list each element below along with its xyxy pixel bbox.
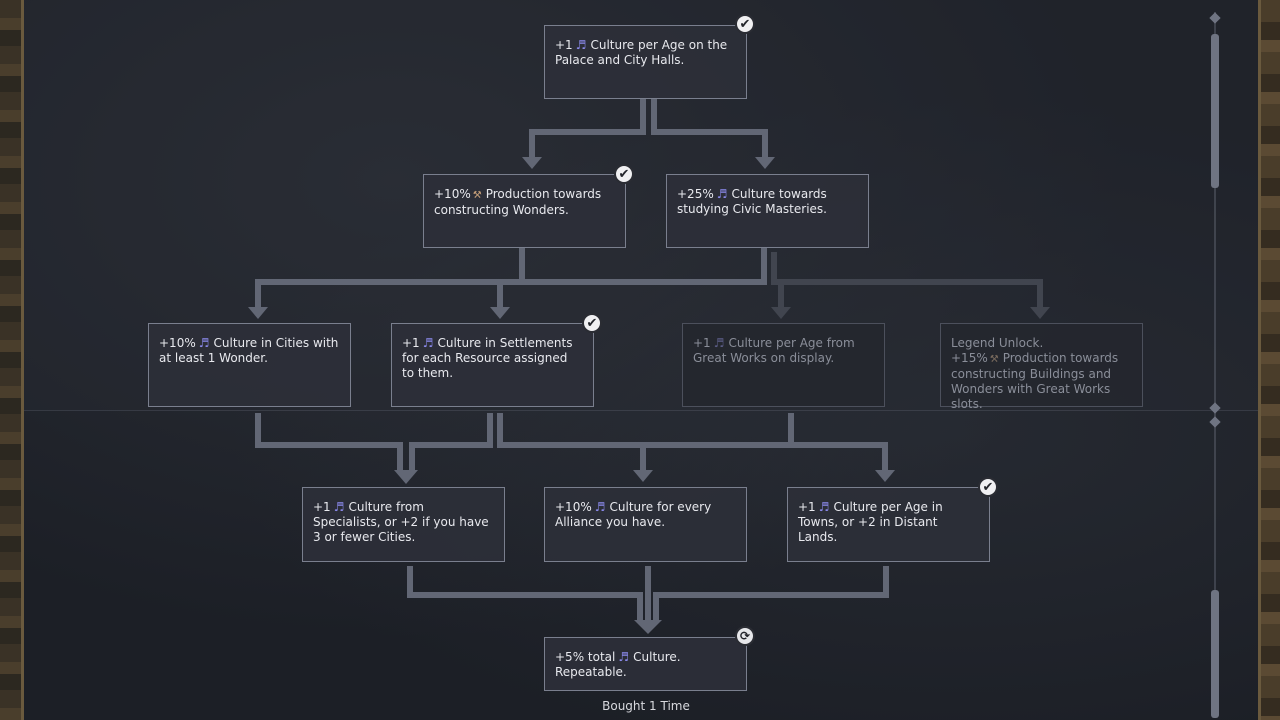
perk-node-legend-unlock-locked[interactable]: Legend Unlock. +15%⚒Production towards c… [940,323,1143,411]
connector [651,99,768,160]
checkmark-icon: ✔ [735,14,755,34]
connector-arrow [634,620,662,634]
perk-text: Culture from Specialists, or +2 if you h… [313,500,489,544]
perk-prefix: +1 [402,336,420,350]
culture-icon: ♬ [198,336,210,350]
production-icon: ⚒ [989,354,999,365]
perk-text: Culture. Repeatable. [555,650,681,679]
checkmark-icon: ✔ [582,313,602,333]
tier-divider [24,410,1258,411]
culture-icon: ♬ [575,38,587,52]
connector-arrow [755,157,775,169]
perk-prefix: +1 [693,336,711,350]
culture-icon: ♬ [594,500,606,514]
perk-node-towns[interactable]: +1♬Culture per Age in Towns, or +2 in Di… [787,487,990,562]
perk-node-wonder-cities[interactable]: +10%♬Culture in Cities with at least 1 W… [148,323,351,407]
perk-text: Culture per Age on the Palace and City H… [555,38,728,67]
perk-node-specialists[interactable]: +1♬Culture from Specialists, or +2 if yo… [302,487,505,562]
connector [529,99,646,160]
culture-icon: ♬ [618,650,630,664]
culture-icon: ♬ [333,500,345,514]
perk-text: Culture in Settlements for each Resource… [402,336,573,380]
checkmark-icon: ✔ [978,477,998,497]
culture-icon: ♬ [818,500,830,514]
connector-arrow-locked [1030,307,1050,319]
perk-text: Culture for every Alliance you have. [555,500,712,529]
scrollbar-lower-segment [1211,590,1219,718]
perk-text: Culture per Age from Great Works on disp… [693,336,855,365]
scrollbar-thumb[interactable] [1211,34,1219,188]
perk-text: Culture in Cities with at least 1 Wonder… [159,336,339,365]
perk-prefix: +10% [555,500,592,514]
right-map-edge [1258,0,1280,720]
connector-arrow-locked [771,307,791,319]
connector [497,413,888,472]
connector-arrow [248,307,268,319]
perk-prefix: +10% [159,336,196,350]
culture-icon: ♬ [422,336,434,350]
perk-prefix: +1 [313,500,331,514]
connector [653,566,889,622]
left-map-edge [0,0,24,720]
connector-arrow [490,307,510,319]
perk-text: Culture towards studying Civic Masteries… [677,187,827,216]
connector [255,248,525,310]
production-icon: ⚒ [472,190,482,201]
connector [407,566,643,622]
connector-arrow [633,470,653,482]
connector [522,248,767,285]
checkmark-icon: ✔ [614,164,634,184]
perk-prefix: +25% [677,187,714,201]
repeat-icon: ⟳ [735,626,755,646]
connector [255,413,403,472]
perk-node-great-works-locked[interactable]: +1♬Culture per Age from Great Works on d… [682,323,885,407]
culture-icon: ♬ [713,336,725,350]
culture-icon: ♬ [716,187,728,201]
connector-arrow [875,470,895,482]
connector-arrow [522,157,542,169]
perk-prefix: +5% total [555,650,616,664]
perk-prefix: +10% [434,187,471,201]
perk-text: Production towards constructing Building… [951,351,1119,411]
connector-arrow [394,470,418,484]
perk-node-alliances[interactable]: +10%♬Culture for every Alliance you have… [544,487,747,562]
connector [409,413,493,472]
perk-node-palace-culture[interactable]: +1♬Culture per Age on the Palace and Cit… [544,25,747,99]
perk-node-settlement-resources[interactable]: +1♬Culture in Settlements for each Resou… [391,323,594,407]
connector-locked [771,252,1043,310]
perk-node-wonder-production[interactable]: +10%⚒Production towards constructing Won… [423,174,626,248]
perk-prefix: Legend Unlock. +15% [951,336,1044,365]
perk-node-repeatable-culture[interactable]: +5% total♬Culture. Repeatable. [544,637,747,691]
perk-text: Production towards constructing Wonders. [434,187,602,217]
perk-node-civic-masteries[interactable]: +25%♬Culture towards studying Civic Mast… [666,174,869,248]
perk-text: Culture per Age in Towns, or +2 in Dista… [798,500,943,544]
bought-count-label: Bought 1 Time [602,699,690,713]
scrollbar-track[interactable] [1214,12,1216,712]
perk-prefix: +1 [555,38,573,52]
perk-prefix: +1 [798,500,816,514]
